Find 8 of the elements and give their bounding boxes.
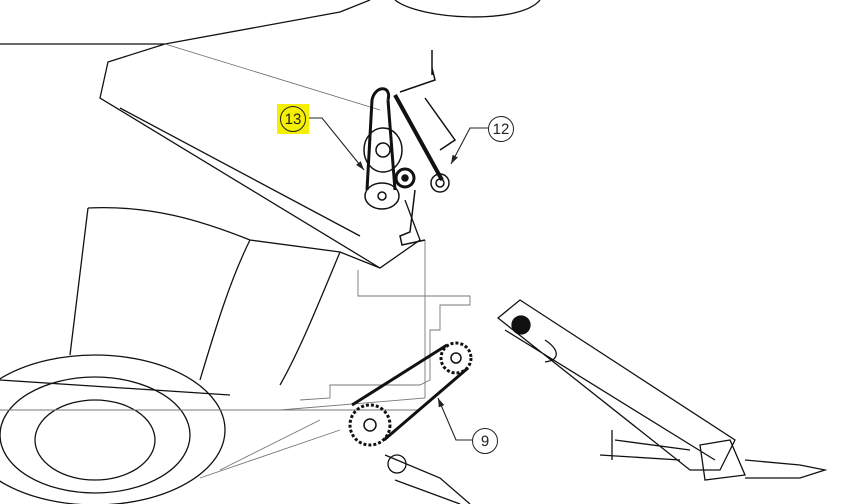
callout-number: 12 <box>488 116 514 142</box>
leader-line <box>438 398 472 441</box>
leader-line <box>450 127 488 164</box>
belt-drive-drawing <box>363 87 416 210</box>
callout-number: 9 <box>472 428 498 454</box>
callout-number: 13 <box>280 106 306 132</box>
lever-arm-drawing <box>393 49 456 246</box>
chain-drive-drawing <box>348 342 472 446</box>
